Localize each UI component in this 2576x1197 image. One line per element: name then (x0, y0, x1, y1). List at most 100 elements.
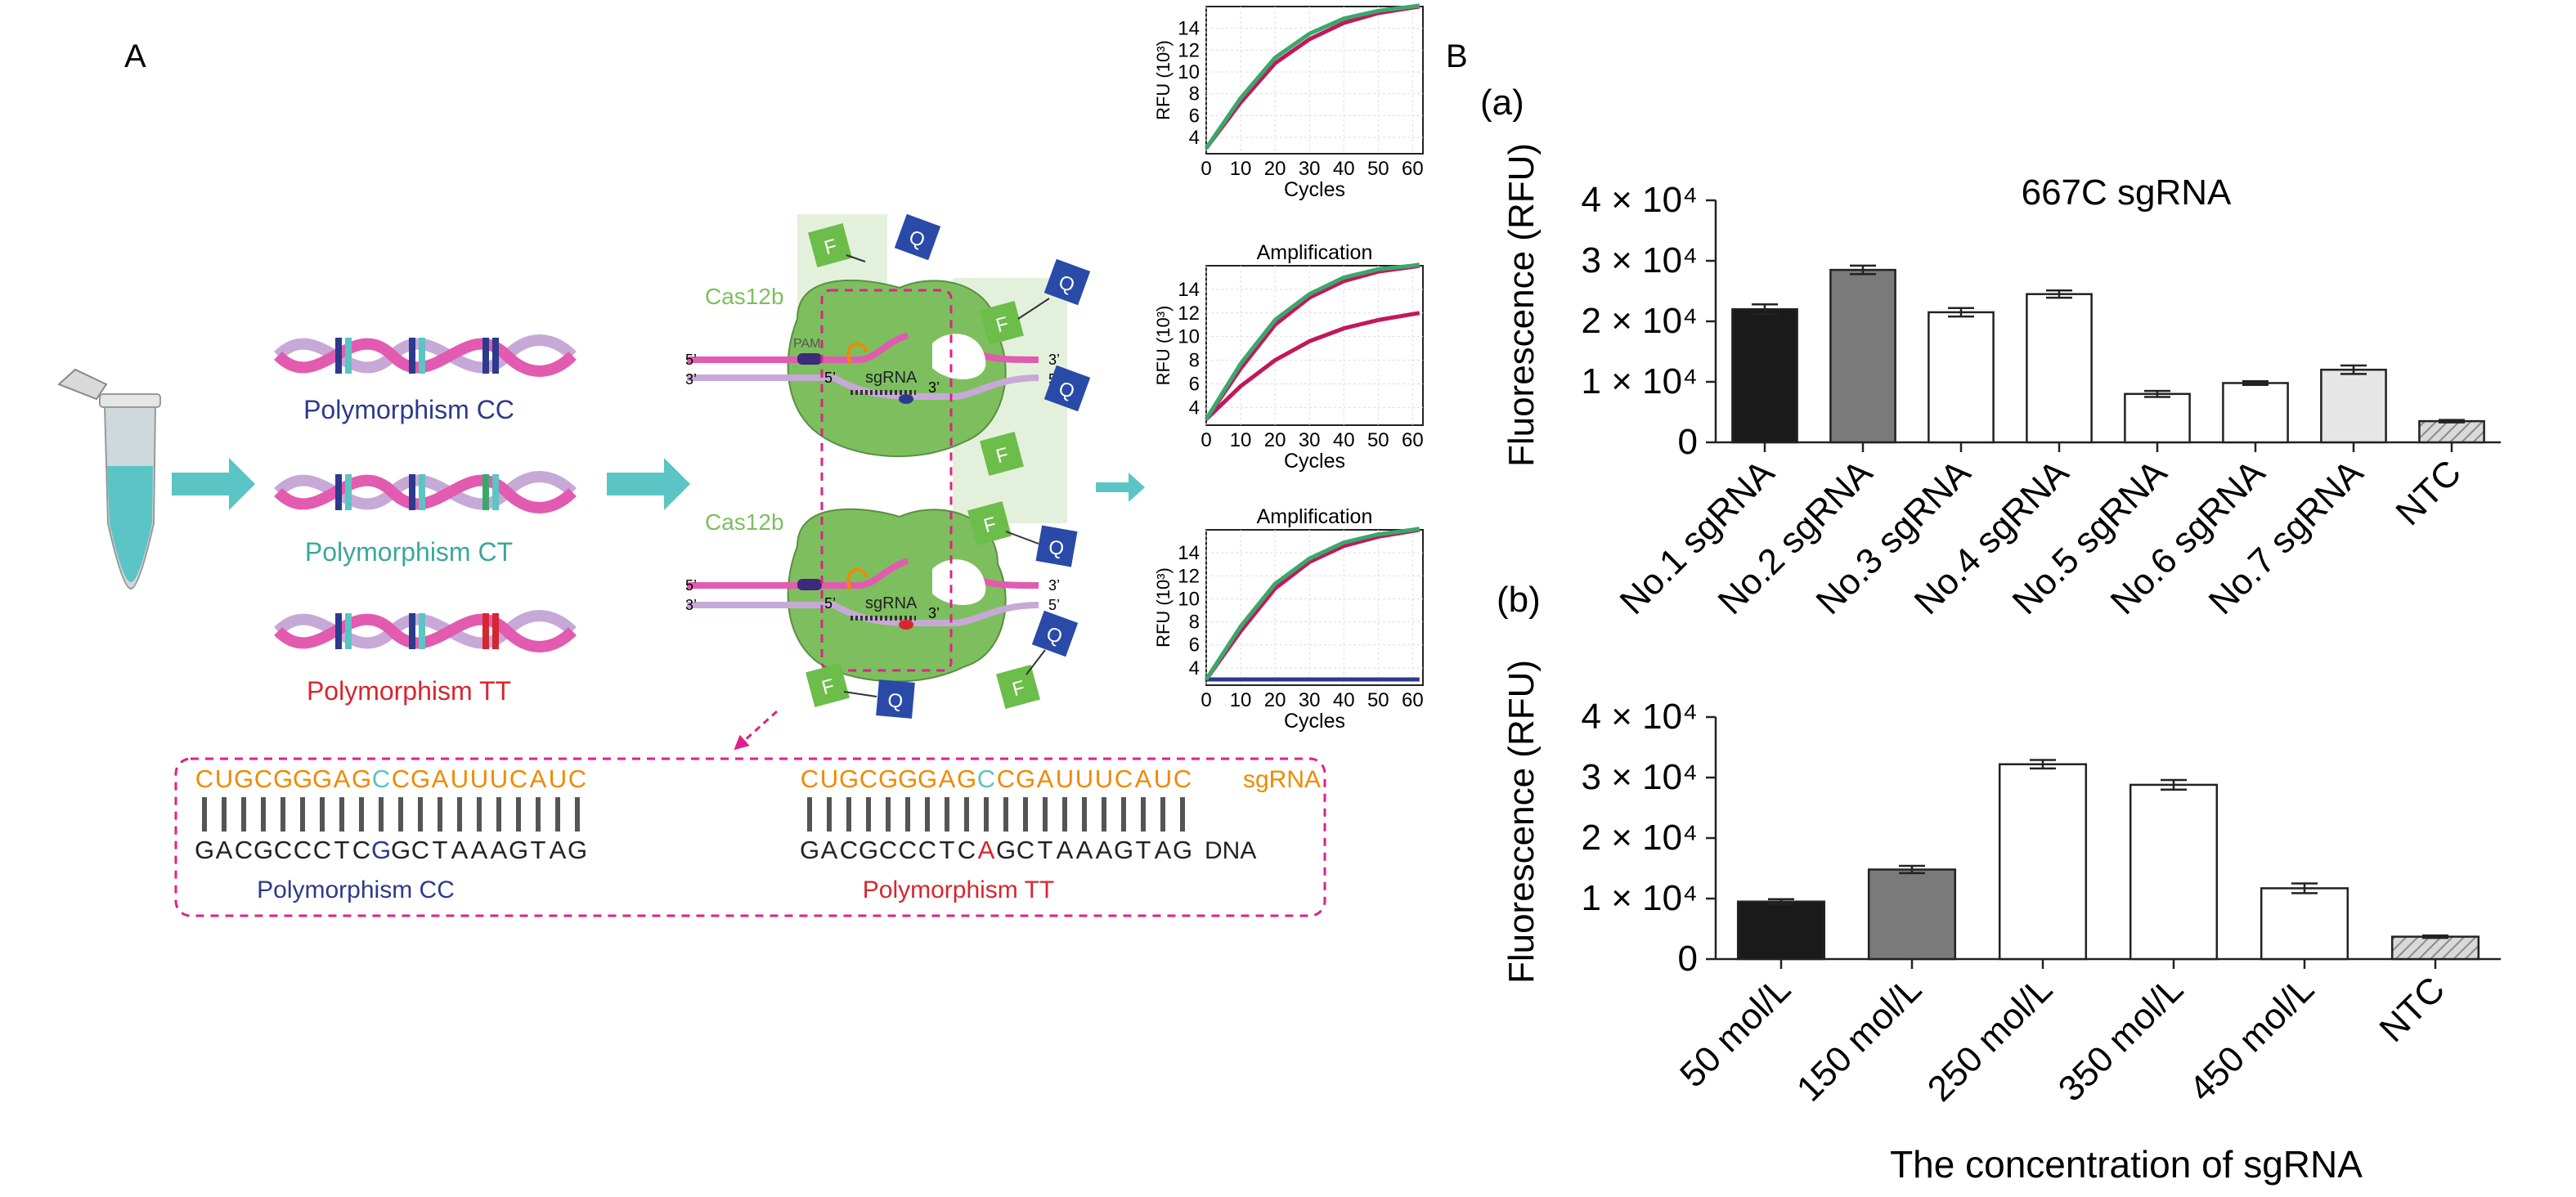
base-pair-bond (202, 797, 207, 832)
dna-base: C (294, 836, 312, 864)
dna-base: C (1016, 836, 1034, 864)
five-prime-label: 5’ (685, 577, 697, 594)
dna-base: C (411, 836, 429, 864)
y-tick-label: 2 × 10⁴ (1582, 301, 1698, 341)
bar (2260, 887, 2349, 961)
x-axis-label: The concentration of sgRNA (1890, 1143, 2363, 1186)
base-pair-bond (379, 797, 384, 832)
x-axis-label: Cycles (1284, 178, 1345, 201)
rna-base: G (898, 764, 918, 793)
base-pair-bond (477, 797, 482, 832)
y-tick-label: 12 (1178, 303, 1200, 325)
rna-base: A (939, 764, 956, 793)
base-pair-bond (964, 797, 969, 832)
bar (2124, 392, 2191, 444)
y-tick-label: 4 (1189, 127, 1200, 149)
rna-base: G (878, 764, 898, 793)
x-tick-label: 60 (1402, 429, 1424, 451)
dna-base: T (334, 836, 350, 864)
x-tick-label: 150 mol/L (1789, 969, 1929, 1109)
fluorophore-label: F (819, 675, 837, 699)
dna-base: A (471, 836, 488, 864)
x-tick-label: 40 (1333, 429, 1355, 451)
rna-base: G (273, 764, 293, 793)
y-axis-label: Fluorescence (RFU) (1501, 143, 1542, 467)
dna-base: G (254, 836, 273, 864)
y-tick-label: 6 (1189, 373, 1200, 395)
rna-base: U (490, 764, 508, 793)
dna-base: G (800, 836, 819, 864)
base-pair-bond (280, 797, 285, 832)
dna-label-cc: Polymorphism CC (303, 395, 514, 424)
x-tick-label: 60 (1402, 158, 1424, 180)
x-tick-label: 30 (1299, 429, 1321, 451)
base-pair-bond (925, 797, 930, 832)
seq-right-rna-suffix: sgRNA (1243, 766, 1321, 793)
five-prime-label: 5’ (824, 370, 836, 386)
dna-base: G (1173, 836, 1192, 864)
plot-frame (1205, 265, 1424, 426)
rna-base: C (195, 764, 213, 793)
cas12b-label: Cas12b (705, 509, 784, 535)
rna-base: C (977, 764, 995, 793)
x-tick-label: 30 (1299, 158, 1321, 180)
y-tick-label: 3 × 10⁴ (1582, 240, 1698, 280)
rna-base: U (470, 764, 488, 793)
y-tick-label: 8 (1189, 350, 1200, 372)
pam-label: PAM (793, 337, 820, 351)
rna-base: G (352, 764, 371, 793)
y-tick-label: 1 × 10⁴ (1582, 361, 1698, 401)
rna-base: G (957, 764, 976, 793)
base-pair-bond (496, 797, 501, 832)
y-tick-label: 4 × 10⁴ (1582, 180, 1698, 220)
dna-base: A (491, 836, 508, 864)
base-pair-bond (575, 797, 580, 832)
rna-base: G (918, 764, 937, 793)
dna-base: G (568, 836, 587, 864)
y-axis-label: RFU (10³) (1153, 567, 1174, 648)
x-tick-label: 20 (1264, 429, 1286, 451)
dna-base: A (1155, 836, 1172, 864)
x-tick-label: 450 mol/L (2182, 969, 2322, 1109)
base-pair-bond (1121, 797, 1126, 832)
y-tick-label: 12 (1178, 39, 1200, 61)
base-pair-bond (222, 797, 227, 832)
x-tick-label: 30 (1299, 689, 1321, 711)
fluorophore-label: F (822, 235, 839, 259)
x-tick-label: 0 (1200, 158, 1211, 180)
y-tick-label: 10 (1178, 61, 1200, 83)
rna-base: G (411, 764, 430, 793)
arrow-right-icon (1096, 473, 1145, 502)
x-axis-label: Cycles (1284, 450, 1345, 473)
dna-base: A (216, 836, 233, 864)
bar (2390, 935, 2480, 961)
bar (1731, 307, 1798, 444)
series-line (1204, 527, 1420, 681)
base-pair-bond (1102, 797, 1106, 832)
bar (1998, 763, 2088, 961)
three-prime-label: 3’ (685, 371, 697, 388)
rna-base: U (549, 764, 567, 793)
dna-base: G (996, 836, 1016, 864)
base-pair-bond (905, 797, 910, 832)
fluorophore-label: F (1010, 676, 1027, 701)
y-tick-label: 4 × 10⁴ (1582, 697, 1698, 737)
series-line (1205, 311, 1420, 421)
base-pair-bond (1160, 797, 1165, 832)
dna-base: G (371, 836, 391, 864)
dna-base: T (433, 836, 448, 864)
chart-title: 667C sgRNA (2022, 173, 2232, 213)
y-tick-label: 8 (1189, 612, 1200, 634)
base-pair-bond (438, 797, 442, 832)
rna-base: G (293, 764, 312, 793)
rna-base: C (859, 764, 877, 793)
dna-base: C (879, 836, 897, 864)
dna-base: A (821, 836, 838, 864)
dna-base: A (451, 836, 469, 864)
bar (2026, 293, 2093, 444)
rna-base: A (432, 764, 449, 793)
y-tick-label: 3 × 10⁴ (1582, 757, 1698, 797)
